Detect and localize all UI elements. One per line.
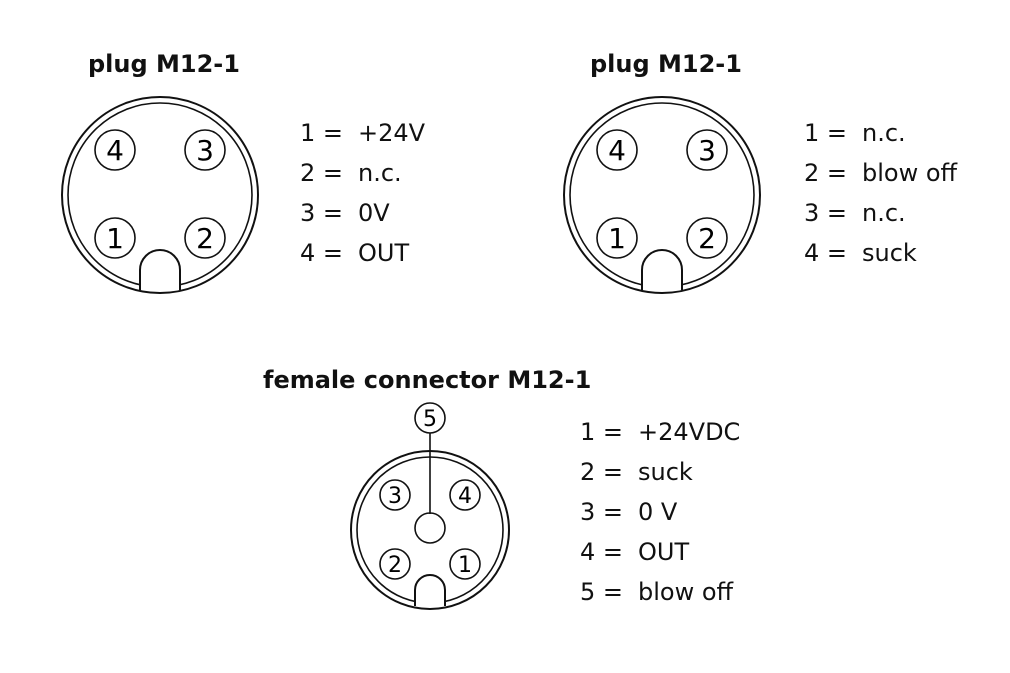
pin-4-marker: 4 bbox=[596, 129, 638, 171]
svg-text:2: 2 bbox=[698, 222, 716, 255]
pin-assignment-row: 2 =suck bbox=[580, 458, 693, 486]
svg-text:1: 1 bbox=[106, 222, 124, 255]
svg-text:3: 3 bbox=[196, 134, 214, 167]
pin-3-marker: 3 bbox=[686, 129, 728, 171]
pin-4-marker: 4 bbox=[449, 479, 481, 511]
center-pin-marker bbox=[414, 512, 446, 544]
connector-title-female: female connector M12-1 bbox=[263, 366, 592, 394]
plug-connector-diagram-1: 4 3 1 2 bbox=[61, 96, 259, 294]
svg-text:5: 5 bbox=[423, 407, 437, 432]
pin-1-marker: 1 bbox=[449, 548, 481, 580]
connector-title-plug-1: plug M12-1 bbox=[88, 50, 240, 78]
pin-2-marker: 2 bbox=[184, 217, 226, 259]
pin-assignment-row: 2 =n.c. bbox=[300, 159, 402, 187]
plug-connector-diagram-2: 4 3 1 2 bbox=[563, 96, 761, 294]
pin-assignment-list-1: 1 =+24V 2 =n.c. 3 =0V 4 =OUT bbox=[300, 113, 425, 273]
svg-text:1: 1 bbox=[458, 553, 472, 578]
connector-title-plug-2: plug M12-1 bbox=[590, 50, 742, 78]
svg-text:1: 1 bbox=[608, 222, 626, 255]
female-connector-diagram: 5 3 4 2 1 bbox=[350, 402, 510, 610]
pin-1-marker: 1 bbox=[94, 217, 136, 259]
svg-text:4: 4 bbox=[458, 484, 472, 509]
pin-5-marker: 5 bbox=[414, 402, 446, 434]
pin-2-marker: 2 bbox=[686, 217, 728, 259]
pin-assignment-row: 1 =n.c. bbox=[804, 119, 906, 147]
svg-text:2: 2 bbox=[196, 222, 214, 255]
pin-1-marker: 1 bbox=[596, 217, 638, 259]
pin-assignment-row: 4 =suck bbox=[804, 239, 917, 267]
pin-assignment-row: 3 =0 V bbox=[580, 498, 678, 526]
pin-4-marker: 4 bbox=[94, 129, 136, 171]
pin-assignment-row: 5 =blow off bbox=[580, 578, 734, 606]
svg-text:4: 4 bbox=[608, 134, 626, 167]
pin-assignment-row: 4 =OUT bbox=[300, 239, 410, 267]
pin-assignment-row: 4 =OUT bbox=[580, 538, 690, 566]
svg-text:3: 3 bbox=[388, 484, 402, 509]
pin-assignment-list-2: 1 =n.c. 2 =blow off 3 =n.c. 4 =suck bbox=[804, 113, 957, 273]
pin-assignment-row: 1 =+24V bbox=[300, 119, 426, 147]
pin-assignment-row: 1 =+24VDC bbox=[580, 418, 741, 446]
pin-2-marker: 2 bbox=[379, 548, 411, 580]
svg-text:2: 2 bbox=[388, 553, 402, 578]
pin-assignment-row: 3 =0V bbox=[300, 199, 390, 227]
pin-3-marker: 3 bbox=[184, 129, 226, 171]
svg-text:4: 4 bbox=[106, 134, 124, 167]
pin-assignment-row: 3 =n.c. bbox=[804, 199, 906, 227]
pin-assignment-row: 2 =blow off bbox=[804, 159, 958, 187]
pin-3-marker: 3 bbox=[379, 479, 411, 511]
pin-assignment-list-3: 1 =+24VDC 2 =suck 3 =0 V 4 =OUT 5 =blow … bbox=[580, 412, 740, 612]
svg-text:3: 3 bbox=[698, 134, 716, 167]
